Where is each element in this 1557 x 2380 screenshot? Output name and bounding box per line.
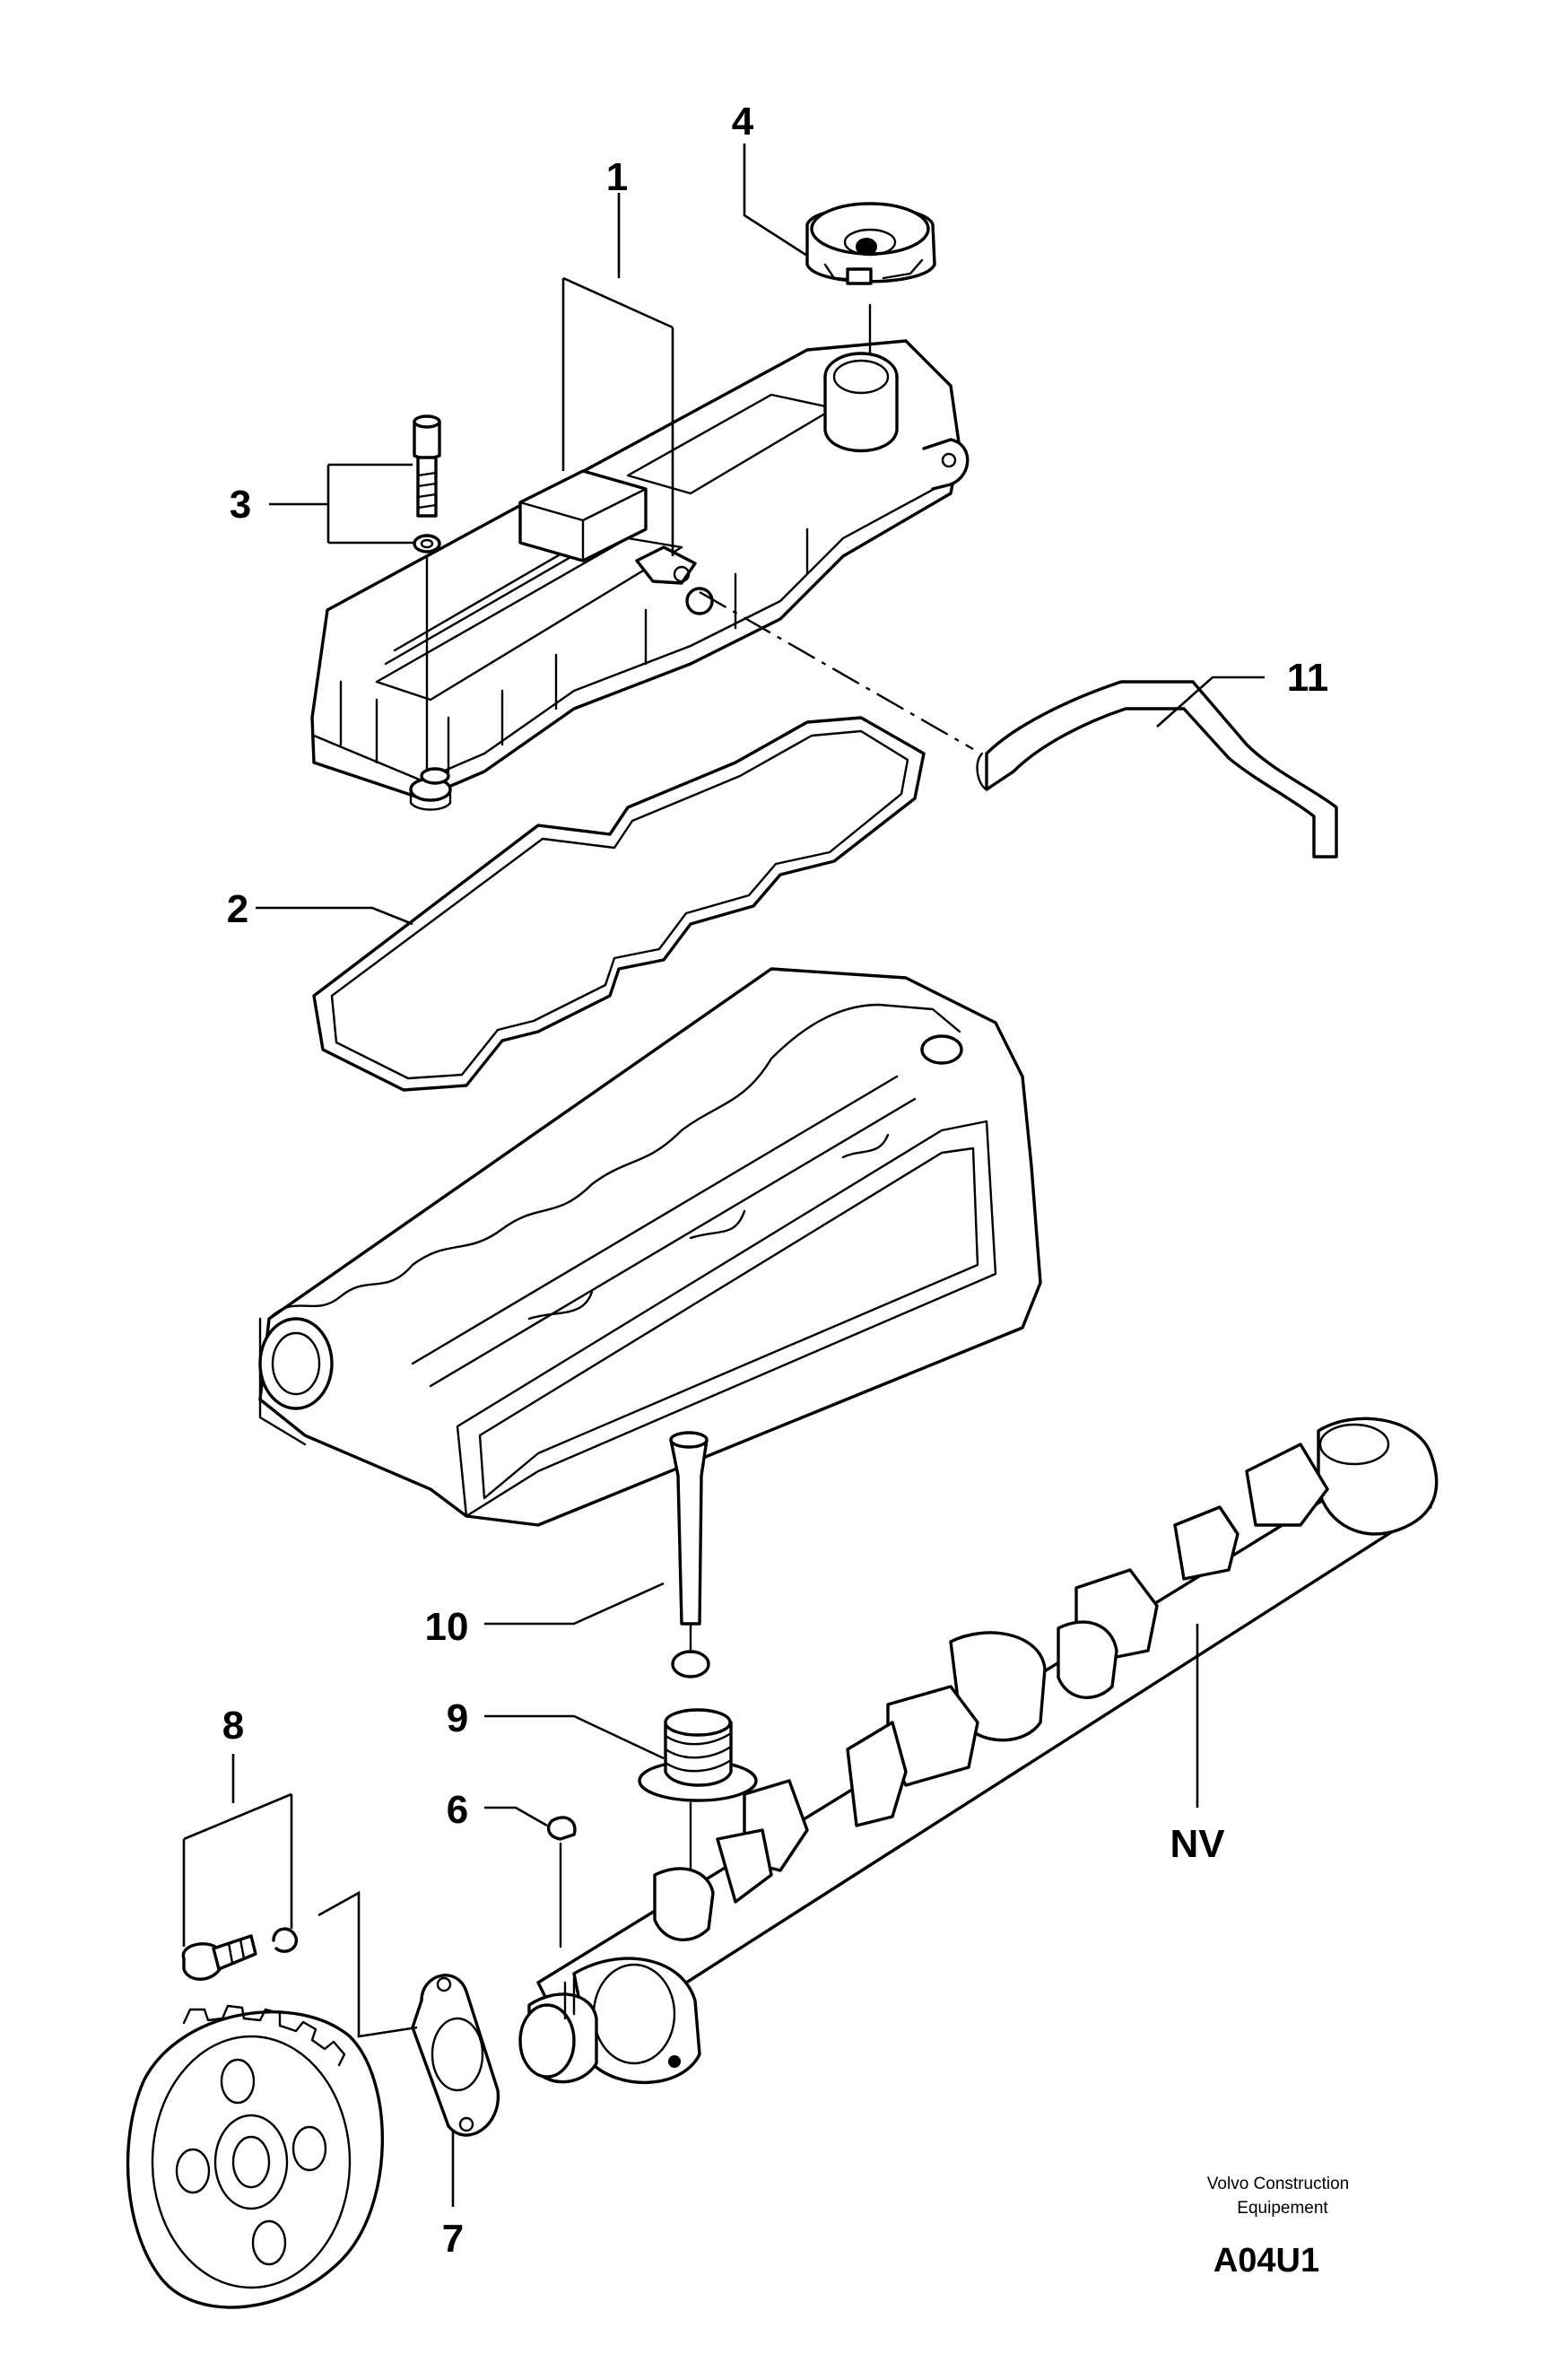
cylinder-head	[258, 967, 1042, 1527]
callout-2: 2	[227, 887, 248, 931]
leader-lines	[182, 144, 1265, 2207]
cover-bolt	[413, 414, 450, 785]
camshaft	[518, 1417, 1439, 2085]
oil-filler-cap	[805, 202, 936, 356]
camshaft-gear	[126, 2004, 384, 2309]
rocker-cover	[310, 339, 970, 811]
callout-1: 1	[606, 155, 628, 199]
callout-labels: 1 2 3 4 6 7 8 9 10 11 NV	[222, 100, 1329, 2261]
callout-6: 6	[447, 1788, 468, 1832]
breather-hose	[699, 590, 1338, 859]
valve-tappet	[638, 1708, 758, 1881]
push-rod	[669, 1431, 710, 1678]
callout-7: 7	[442, 2217, 464, 2261]
cover-gasket	[312, 716, 926, 1092]
callout-10: 10	[425, 1605, 469, 1649]
diagram-footer: Volvo Construction Equipement A04U1	[1207, 2175, 1349, 2280]
callout-11: 11	[1287, 656, 1329, 700]
company-name-line2: Equipement	[1237, 2199, 1328, 2218]
company-name-line1: Volvo Construction	[1207, 2175, 1349, 2193]
callout-4: 4	[732, 100, 754, 144]
callout-9: 9	[447, 1696, 468, 1740]
callout-8: 8	[222, 1704, 244, 1748]
gear-bolt	[181, 1927, 299, 1981]
woodruff-key	[546, 1816, 577, 1948]
diagram-code: A04U1	[1213, 2242, 1319, 2280]
callout-nv: NV	[1170, 1822, 1225, 1866]
thrust-plate	[411, 1974, 500, 2137]
callout-3: 3	[230, 483, 251, 527]
